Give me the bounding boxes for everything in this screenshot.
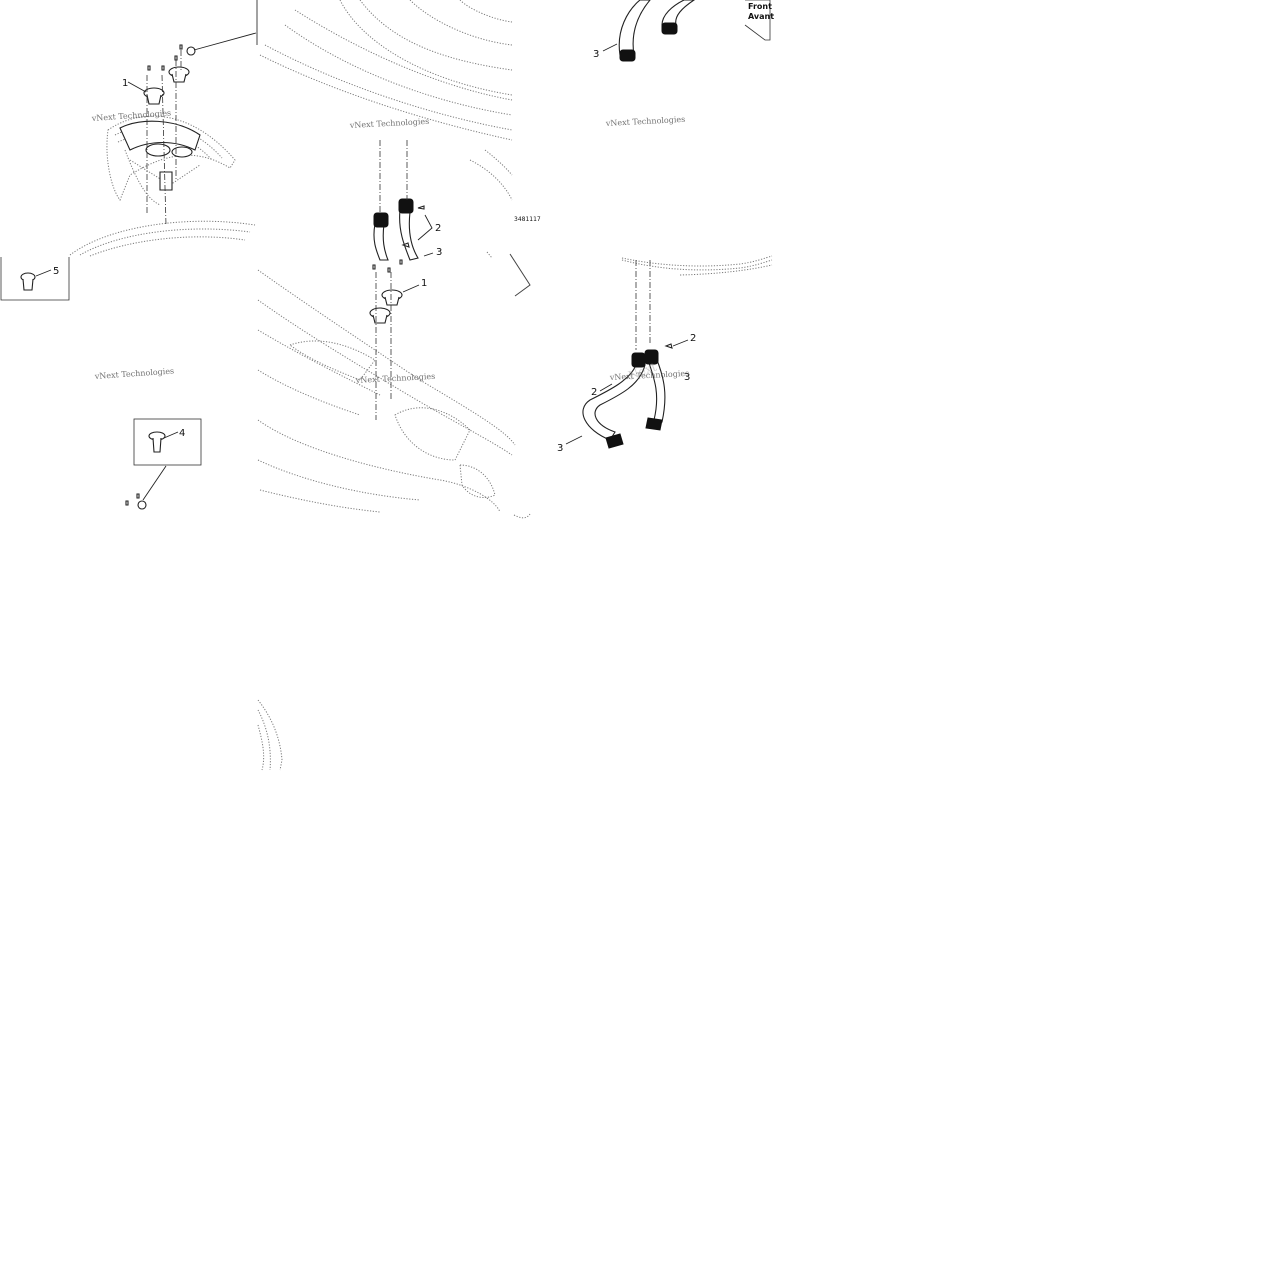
watermark-tile1: vNext Technologies [91, 108, 172, 123]
front-label-box: Front Avant [744, 0, 774, 41]
watermark-tile3: vNext Technologies [605, 115, 686, 128]
callout-tile4-5: 5 [53, 266, 59, 277]
callout-tile7-3b: 3 [684, 372, 690, 383]
callout-tile7-3a: 3 [557, 443, 563, 454]
callout-tile2-3: 3 [436, 247, 442, 258]
watermark-tile7: vNext Technologies [609, 369, 690, 382]
tile-inset-part5: 5 [0, 257, 70, 301]
tile-storage-tray: 1 vNext Technologies [69, 32, 257, 257]
watermark-tile2: vNext Technologies [349, 117, 430, 130]
callout-tile5-4: 4 [179, 428, 185, 439]
callout-tile2-2: 2 [435, 223, 441, 234]
watermark-tile5: vNext Technologies [94, 366, 175, 381]
front-label-line1: Front [748, 2, 772, 11]
tile-hoses-right: 2 2 3 3 vNext Technologies Next [557, 255, 773, 454]
screw-set-tile1 [147, 44, 196, 71]
callout-tile6-1: 1 [421, 278, 427, 289]
tile-hull-fragment-bottom [257, 513, 531, 771]
cup-holder-insert-left [143, 87, 165, 105]
tile-bracket-fragment [486, 251, 531, 297]
hose-pair-tile2 [373, 198, 419, 261]
tile-hull-top: 2 3 3481117 vNext Technologies [256, 0, 541, 261]
tile-hose-front: 3 Front Avant vNext Technologies [593, 0, 774, 128]
watermark-tile6: vNext Technologies [355, 372, 436, 385]
callout-tile7-2b: 2 [591, 387, 597, 398]
cup-holder-insert-tile6 [369, 289, 403, 324]
front-label-line2: Avant [748, 12, 774, 21]
tile-hull-center: 1 vNext Technologies [257, 259, 516, 513]
cup-holder-insert-right [168, 66, 190, 83]
callout-tile3-3: 3 [593, 49, 599, 60]
callout-tile1-1: 1 [122, 78, 128, 89]
tile-inset-part4: vNext Technologies 4 [94, 366, 202, 510]
hose-pair-tile7 [582, 349, 666, 449]
drawing-code: 3481117 [514, 216, 541, 223]
callout-tile7-2a: 2 [690, 333, 696, 344]
